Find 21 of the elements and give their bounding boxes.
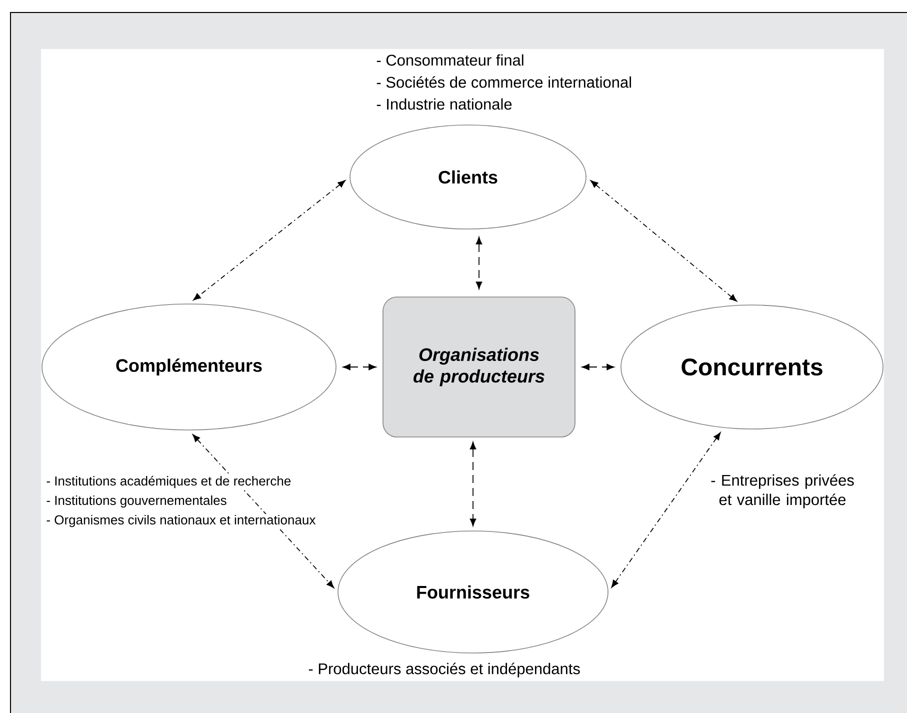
list-text: - Institutions académiques et de recherche [45, 474, 292, 490]
ellipse-node: Concurrents [620, 304, 884, 430]
list-text: - Industrie nationale [375, 97, 514, 111]
ellipse-node: Complémenteurs [42, 304, 336, 430]
ellipse-node: Clients [350, 124, 586, 230]
arrow [476, 236, 482, 290]
arrow [590, 180, 738, 302]
list-text: - Institutions gouvernementales [45, 494, 228, 509]
list-text: - Organismes civils nationaux et internationaux [45, 514, 317, 528]
list-text: - Entreprises privées et vanille importée [699, 473, 866, 510]
arrow [342, 364, 376, 370]
list-text: - Producteurs associés et indépendants [307, 662, 582, 678]
rounded-box: Organisations de producteurs [382, 296, 576, 438]
list-text: - Consommateur final [375, 53, 526, 67]
arrow [611, 432, 721, 588]
arrow [193, 180, 346, 300]
arrow [582, 364, 614, 370]
ellipse-node: Fournisseurs [338, 530, 608, 654]
arrow [470, 442, 476, 526]
arrow [192, 434, 334, 588]
list-text: - Sociétés de commerce international [375, 75, 634, 89]
